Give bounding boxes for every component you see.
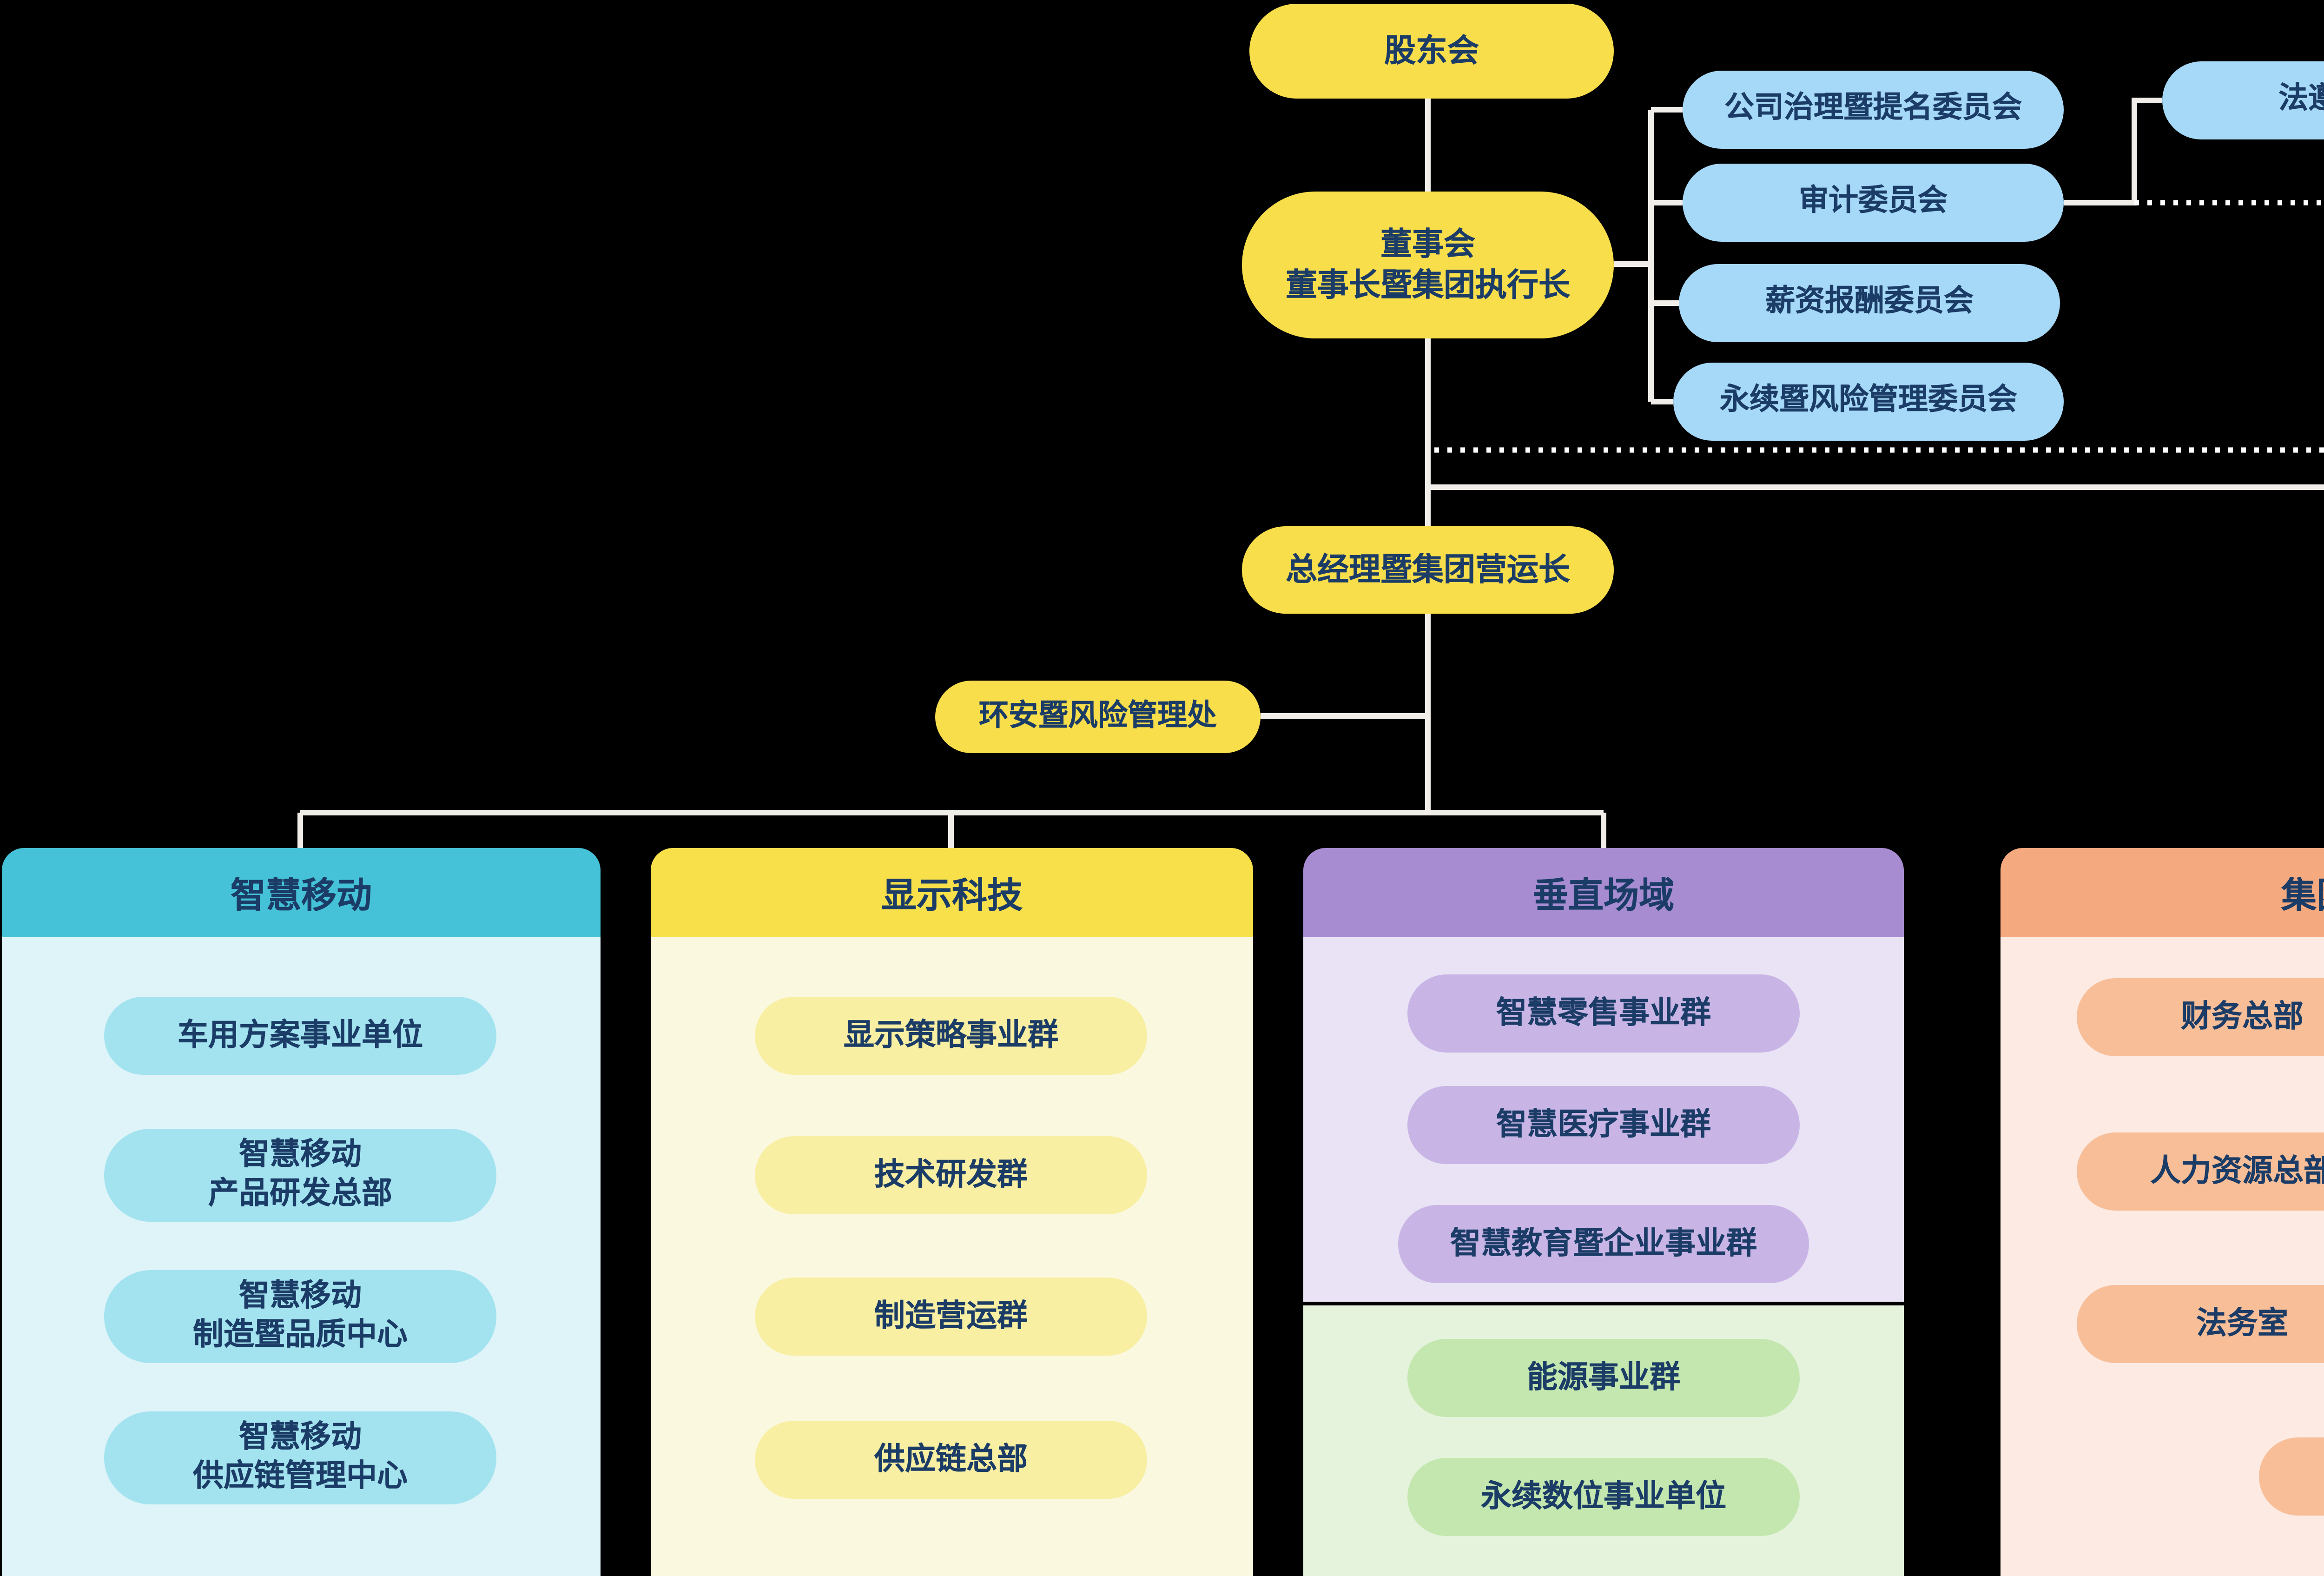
pill-label: 人力资源总部: [2150, 1154, 2324, 1187]
committee-governance-nomination-node: 公司治理暨提名委员会: [1683, 71, 2064, 149]
coo-node: 总经理暨集团营运长: [1242, 526, 1614, 614]
committee-audit-node: 审计委员会: [1683, 164, 2064, 242]
node-label: 环安暨风险管理处: [978, 700, 1217, 732]
shareholders-node: 股东会: [1249, 4, 1614, 99]
org-unit-pill: 能源事业群: [1407, 1339, 1800, 1417]
division-title: 显示科技: [881, 877, 1023, 916]
committee-sustainability-risk-node: 永续暨风险管理委员会: [1673, 363, 2064, 441]
pill-label: 供应链总部: [874, 1442, 1028, 1476]
pill-label: 智慧医疗事业群: [1496, 1107, 1711, 1141]
pill-label: 制造营运群: [874, 1299, 1028, 1332]
pill-label-line2: 供应链管理中心: [193, 1460, 408, 1493]
node-label: 永续暨风险管理委员会: [1719, 385, 2017, 417]
pill-label: 智慧教育暨企业事业群: [1450, 1226, 1757, 1260]
org-unit-pill: 显示策略事业群: [755, 997, 1147, 1075]
division-title: 垂直场域: [1532, 877, 1674, 916]
org-unit-pill: 智慧移动 供应链管理中心: [104, 1411, 496, 1504]
node-label: 薪资报酬委员会: [1765, 286, 1974, 318]
ehs-risk-office-node: 环安暨风险管理处: [935, 681, 1261, 753]
pill-label-line2: 产品研发总部: [208, 1177, 392, 1211]
pill-label: 技术研发群: [874, 1158, 1028, 1191]
pill-label: 显示策略事业群: [844, 1018, 1058, 1052]
division-title: 智慧移动: [230, 877, 372, 916]
pill-label: 智慧零售事业群: [1496, 996, 1711, 1029]
org-unit-pill: 法务室: [2077, 1285, 2324, 1363]
org-unit-pill: 技术研发群: [755, 1136, 1147, 1214]
node-label: 总经理暨集团营运长: [1286, 551, 1570, 587]
node-label-line2: 董事长暨集团执行长: [1286, 267, 1570, 302]
org-unit-pill: 车用方案事业单位: [104, 997, 496, 1075]
node-label-line1: 董事会: [1380, 226, 1475, 261]
org-unit-pill: 永续数位事业单位: [1407, 1458, 1800, 1536]
division-header-vertical-domains: 垂直场域: [1303, 848, 1904, 937]
committee-compensation-node: 薪资报酬委员会: [1679, 264, 2060, 342]
org-unit-pill: 人力资源总部: [2077, 1132, 2324, 1211]
node-label: 股东会: [1384, 33, 1479, 68]
compliance-counsel-node: 法遵总顾问: [2162, 61, 2324, 139]
node-label: 法遵总顾问: [2278, 84, 2324, 115]
pill-label-line1: 智慧移动: [239, 1138, 362, 1172]
org-unit-pill: 智慧零售事业群: [1407, 974, 1800, 1053]
pill-label: 财务总部: [2181, 1000, 2304, 1033]
org-unit-pill: 供应链总部: [755, 1421, 1147, 1499]
pill-label-line2: 制造暨品质中心: [193, 1318, 408, 1352]
division-header-support-units: 集团营运支援单位: [2000, 848, 2324, 937]
node-label: 公司治理暨提名委员会: [1724, 93, 2022, 125]
org-unit-pill: 制造营运群: [755, 1278, 1147, 1356]
board-node: 董事会 董事长暨集团执行长: [1242, 192, 1614, 338]
org-unit-pill: 财务总部: [2077, 978, 2324, 1056]
division-title: 集团营运支援单位: [2281, 877, 2324, 916]
pill-label-line1: 智慧移动: [239, 1421, 362, 1454]
pill-label: 永续数位事业单位: [1481, 1479, 1726, 1513]
org-unit-pill: 智慧教育暨企业事业群: [1398, 1205, 1809, 1283]
org-unit-pill: 稽核管理处: [2259, 1437, 2324, 1516]
pill-label-line1: 车用方案事业单位: [178, 1018, 423, 1052]
pill-label: 法务室: [2196, 1306, 2288, 1340]
node-label: 审计委员会: [1798, 186, 1948, 218]
division-header-display-tech: 显示科技: [651, 848, 1253, 937]
org-unit-pill: 智慧移动 产品研发总部: [104, 1129, 496, 1222]
division-header-smart-mobility: 智慧移动: [2, 848, 601, 937]
pill-label: 能源事业群: [1527, 1360, 1680, 1394]
org-unit-pill: 智慧移动 制造暨品质中心: [104, 1270, 496, 1363]
pill-label-line1: 智慧移动: [239, 1279, 362, 1313]
org-unit-pill: 智慧医疗事业群: [1407, 1086, 1800, 1164]
